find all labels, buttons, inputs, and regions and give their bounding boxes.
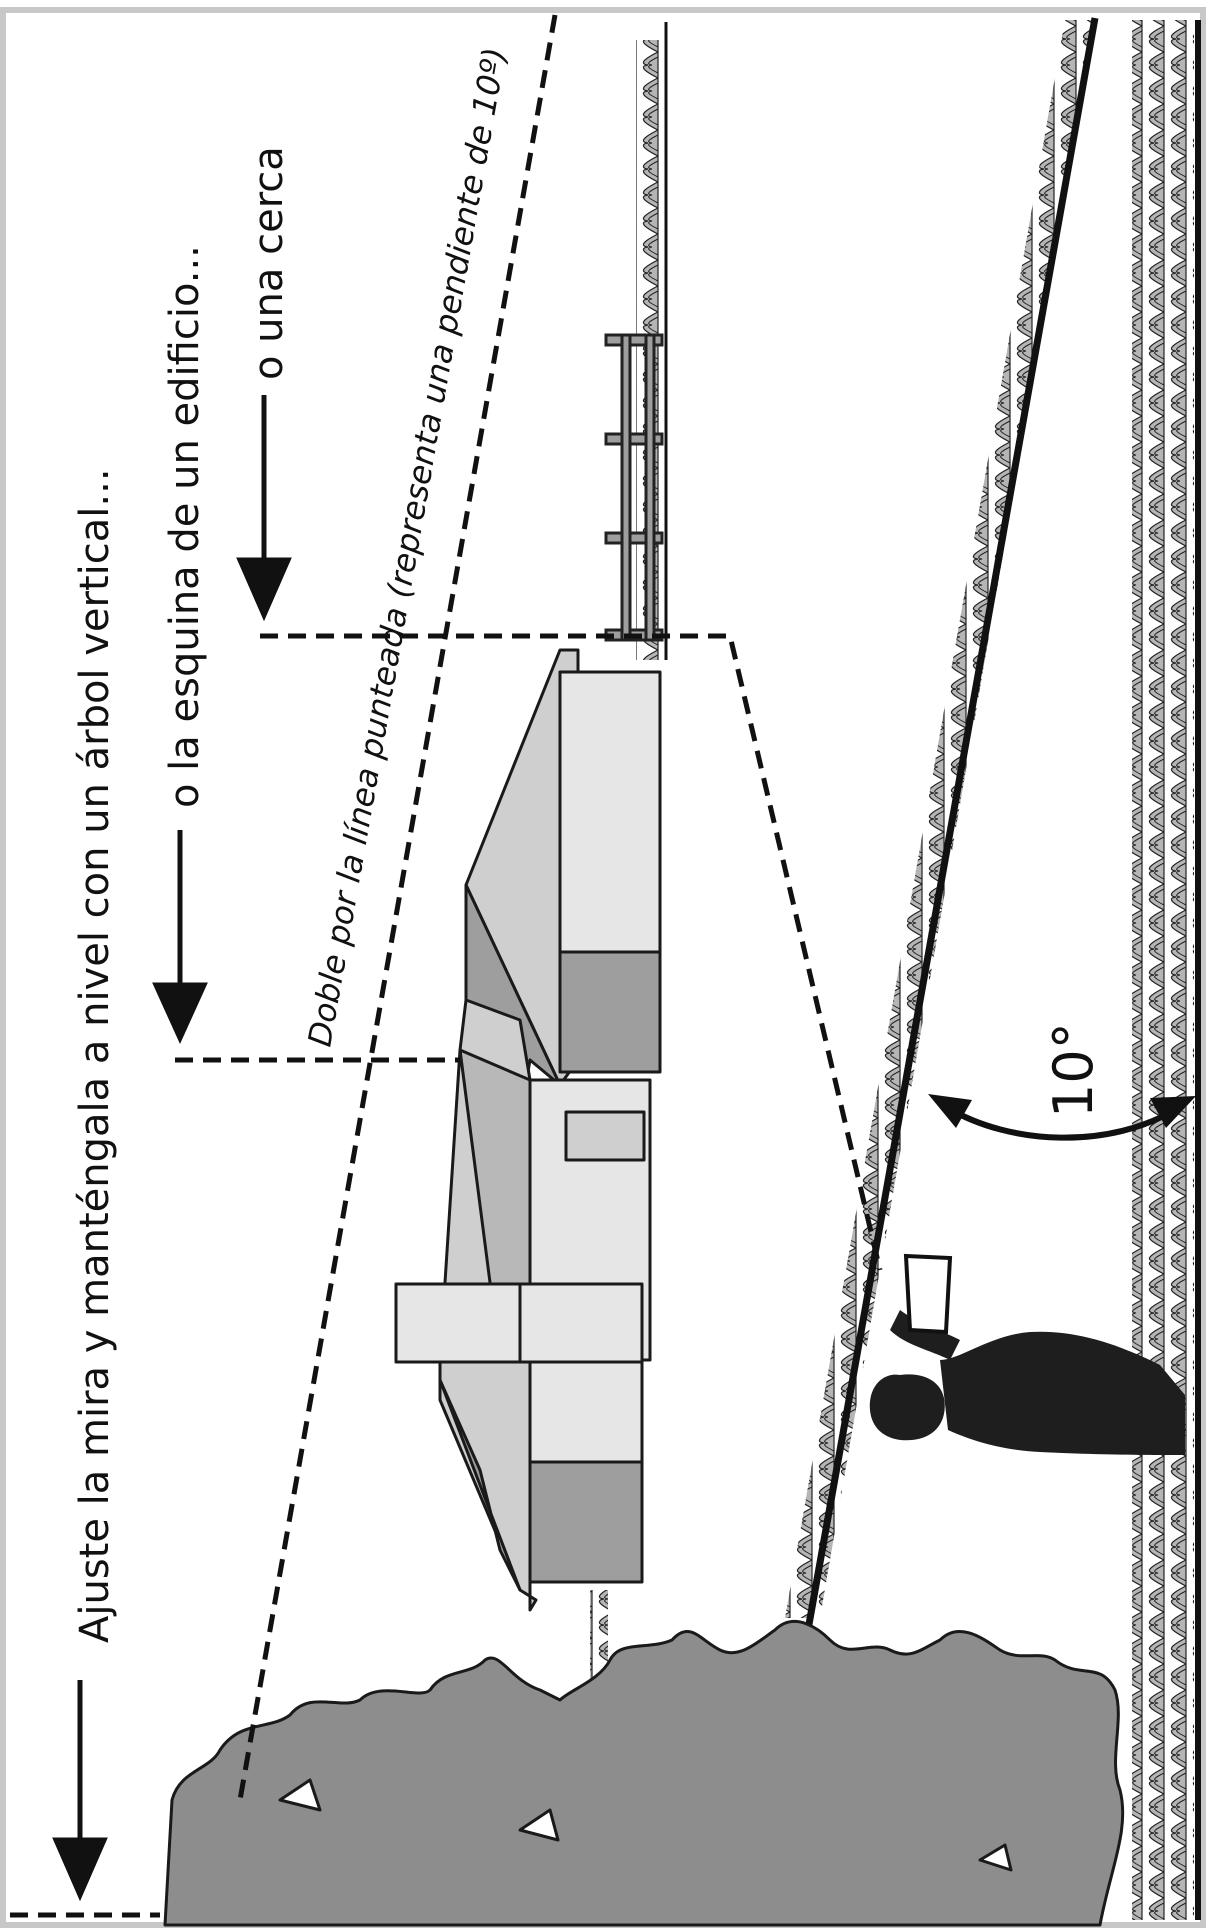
- dashed-lines: [10, 14, 883, 1918]
- house-icon: [394, 648, 662, 1612]
- arrows: [52, 395, 292, 1902]
- sighting-board: [903, 1253, 953, 1335]
- instruction-tree-label: Ajuste la mira y manténgala a nivel con …: [72, 468, 118, 1643]
- person-silhouette-icon: [869, 1310, 1185, 1455]
- instruction-fence-label: o una cerca: [246, 146, 292, 380]
- tree-icon: [163, 1619, 1125, 1927]
- curved-double-arrow-icon: [928, 1094, 1196, 1141]
- fence-icon: [604, 333, 664, 642]
- slope-ground-line: [804, 17, 1099, 1631]
- angle-label: 10°: [1042, 1022, 1105, 1118]
- slope-grass: [785, 20, 1095, 1618]
- grass-band-right: [1132, 20, 1194, 1920]
- instruction-building-label: o la esquina de un edificio...: [162, 245, 208, 808]
